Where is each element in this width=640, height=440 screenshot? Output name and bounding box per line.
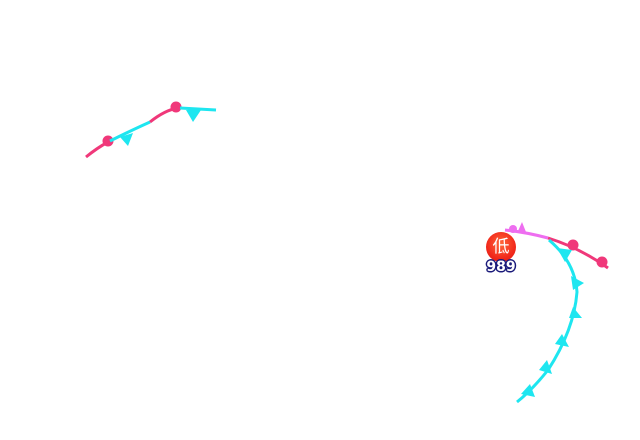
warm-front bbox=[547, 236, 609, 270]
occluded-semicircle-icon bbox=[509, 225, 517, 233]
occluded-front bbox=[504, 222, 549, 240]
low-pressure-badge: 低 bbox=[486, 232, 516, 262]
stationary-front-west bbox=[85, 101, 217, 159]
pressure-value: 989 bbox=[486, 259, 516, 275]
cold-front bbox=[516, 238, 584, 404]
occluded-triangle-icon bbox=[518, 222, 526, 232]
low-pressure-marker[interactable]: 低 989 bbox=[483, 232, 519, 274]
cold-front-triangle-icon bbox=[120, 133, 133, 146]
warm-front-semicircle-icon bbox=[102, 135, 114, 147]
warm-front-semicircle-icon bbox=[170, 101, 182, 113]
warm-front-semicircle-icon bbox=[567, 239, 579, 251]
warm-front-semicircle-icon bbox=[596, 256, 608, 268]
cold-front-triangle-icon bbox=[186, 110, 201, 122]
